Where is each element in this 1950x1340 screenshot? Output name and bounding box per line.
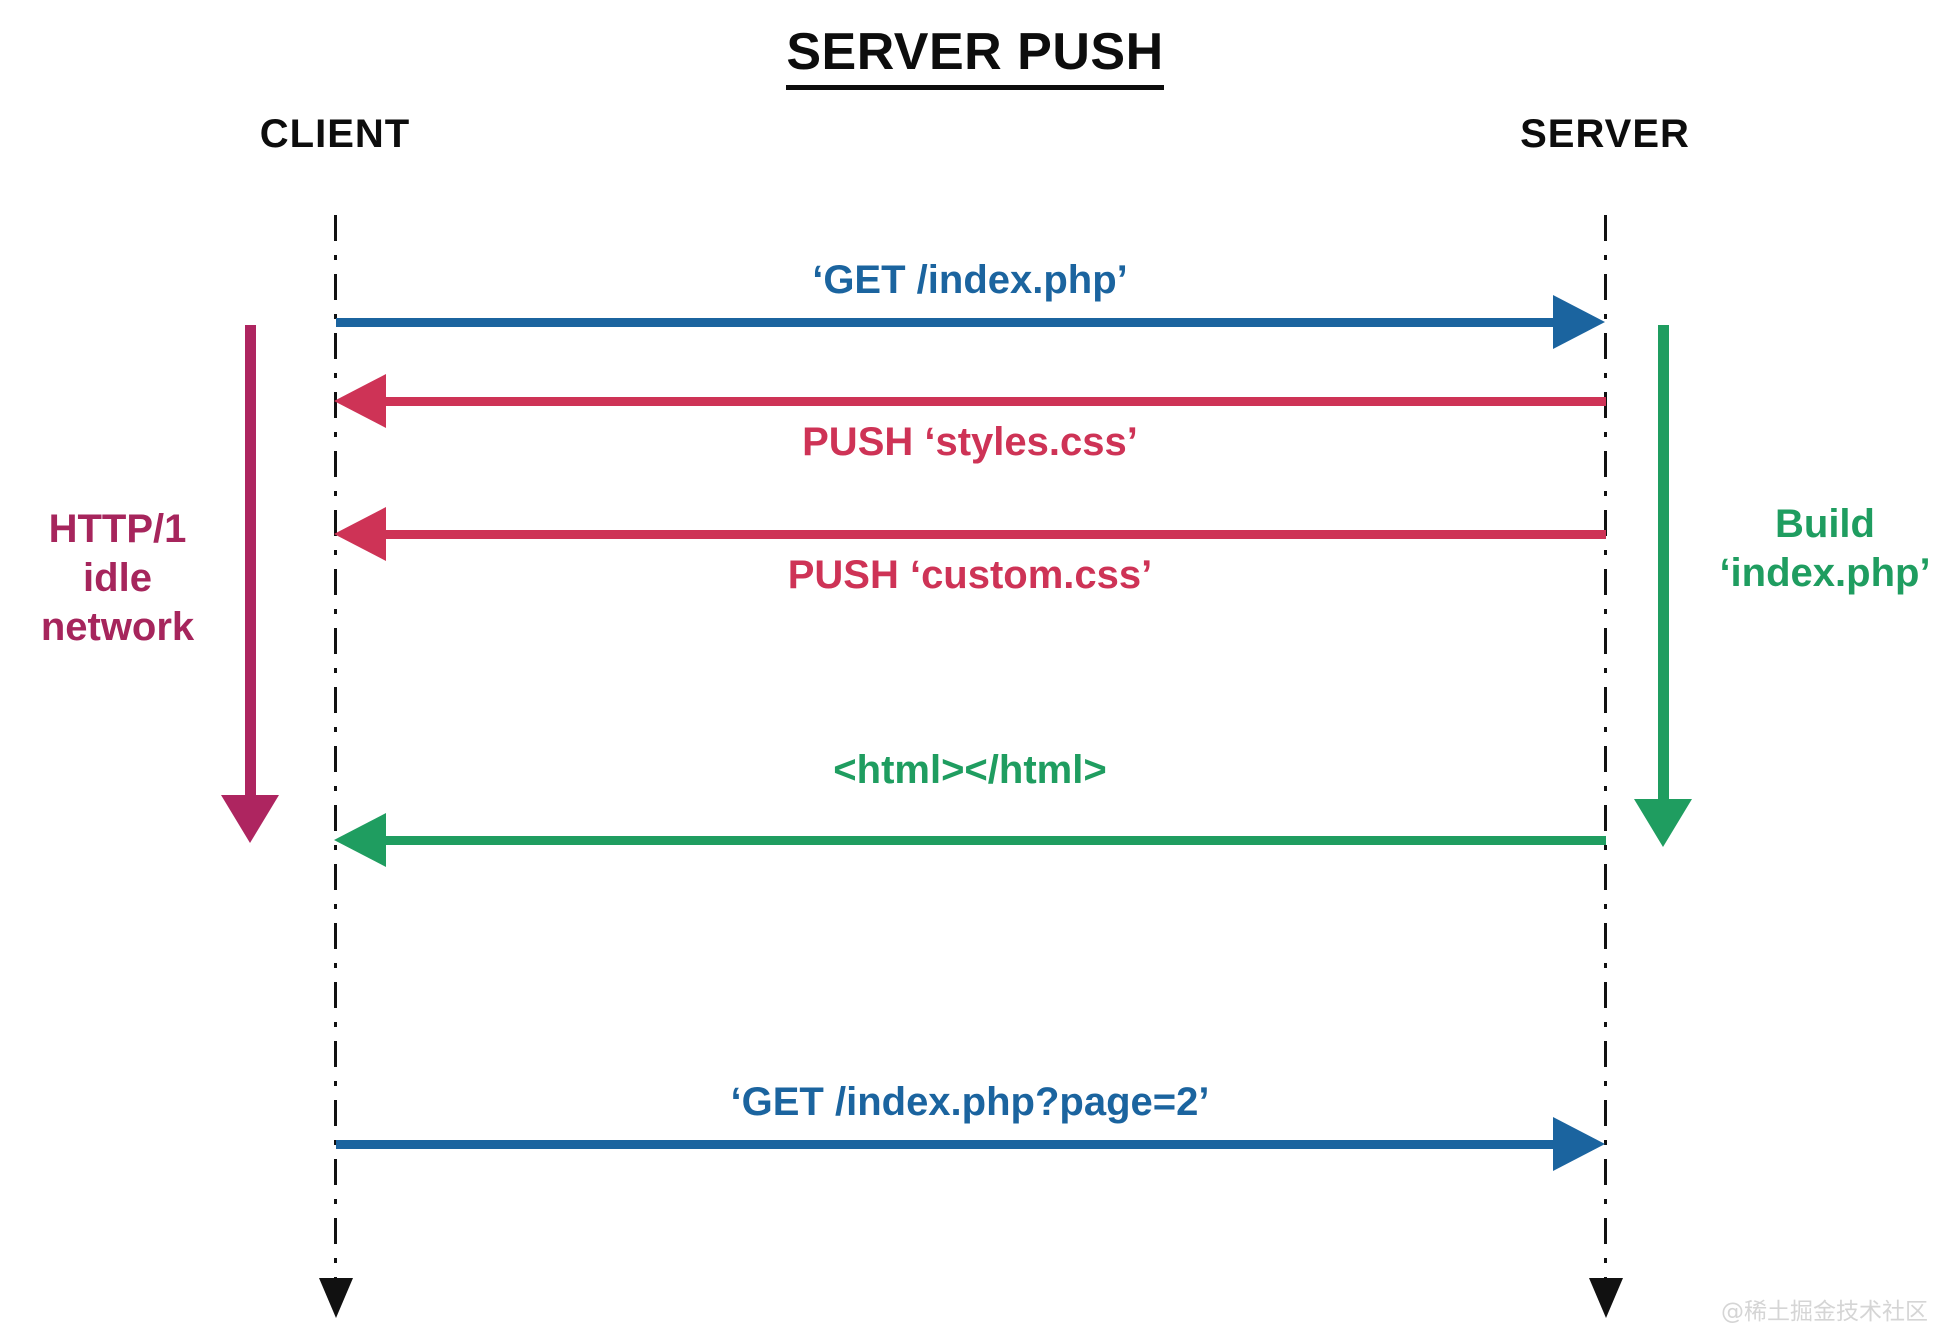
page-title: SERVER PUSH: [0, 22, 1950, 90]
client-lifeline: [334, 215, 337, 1280]
message-arrow-get-index-page2-head-icon: [1553, 1117, 1605, 1171]
message-arrow-push-styles-shaft: [386, 397, 1606, 406]
message-label-html-response: <html></html>: [833, 748, 1107, 792]
message-arrow-push-styles-head-icon: [334, 374, 386, 428]
server-lifeline: [1604, 215, 1607, 1280]
message-arrow-get-index-page2-shaft: [336, 1140, 1554, 1149]
message-label-push-styles: PUSH ‘styles.css’: [802, 420, 1138, 464]
message-arrow-get-index-head-icon: [1553, 295, 1605, 349]
server-build-annotation: Build ‘index.php’: [1719, 502, 1931, 595]
message-label-get-index-page2: ‘GET /index.php?page=2’: [730, 1080, 1210, 1124]
client-idle-arrow-shaft: [245, 325, 256, 801]
client-column-header: CLIENT: [259, 112, 411, 156]
server-build-arrow-shaft: [1658, 325, 1669, 805]
message-label-push-custom: PUSH ‘custom.css’: [787, 553, 1153, 597]
message-arrow-get-index-shaft: [336, 318, 1554, 327]
message-label-get-index: ‘GET /index.php’: [812, 258, 1128, 302]
server-lifeline-arrow-icon: [1589, 1278, 1623, 1318]
message-arrow-html-response-head-icon: [334, 813, 386, 867]
message-arrow-html-response-shaft: [386, 836, 1606, 845]
message-arrow-push-custom-head-icon: [334, 507, 386, 561]
client-idle-arrow-head-icon: [221, 795, 279, 843]
watermark: @稀土掘金技术社区: [1721, 1299, 1928, 1325]
client-idle-annotation: HTTP/1 idle network: [40, 507, 195, 649]
message-arrow-push-custom-shaft: [386, 530, 1606, 539]
server-column-header: SERVER: [1520, 112, 1690, 156]
server-build-arrow-head-icon: [1634, 799, 1692, 847]
client-lifeline-arrow-icon: [319, 1278, 353, 1318]
page-title-text: SERVER PUSH: [786, 23, 1164, 90]
